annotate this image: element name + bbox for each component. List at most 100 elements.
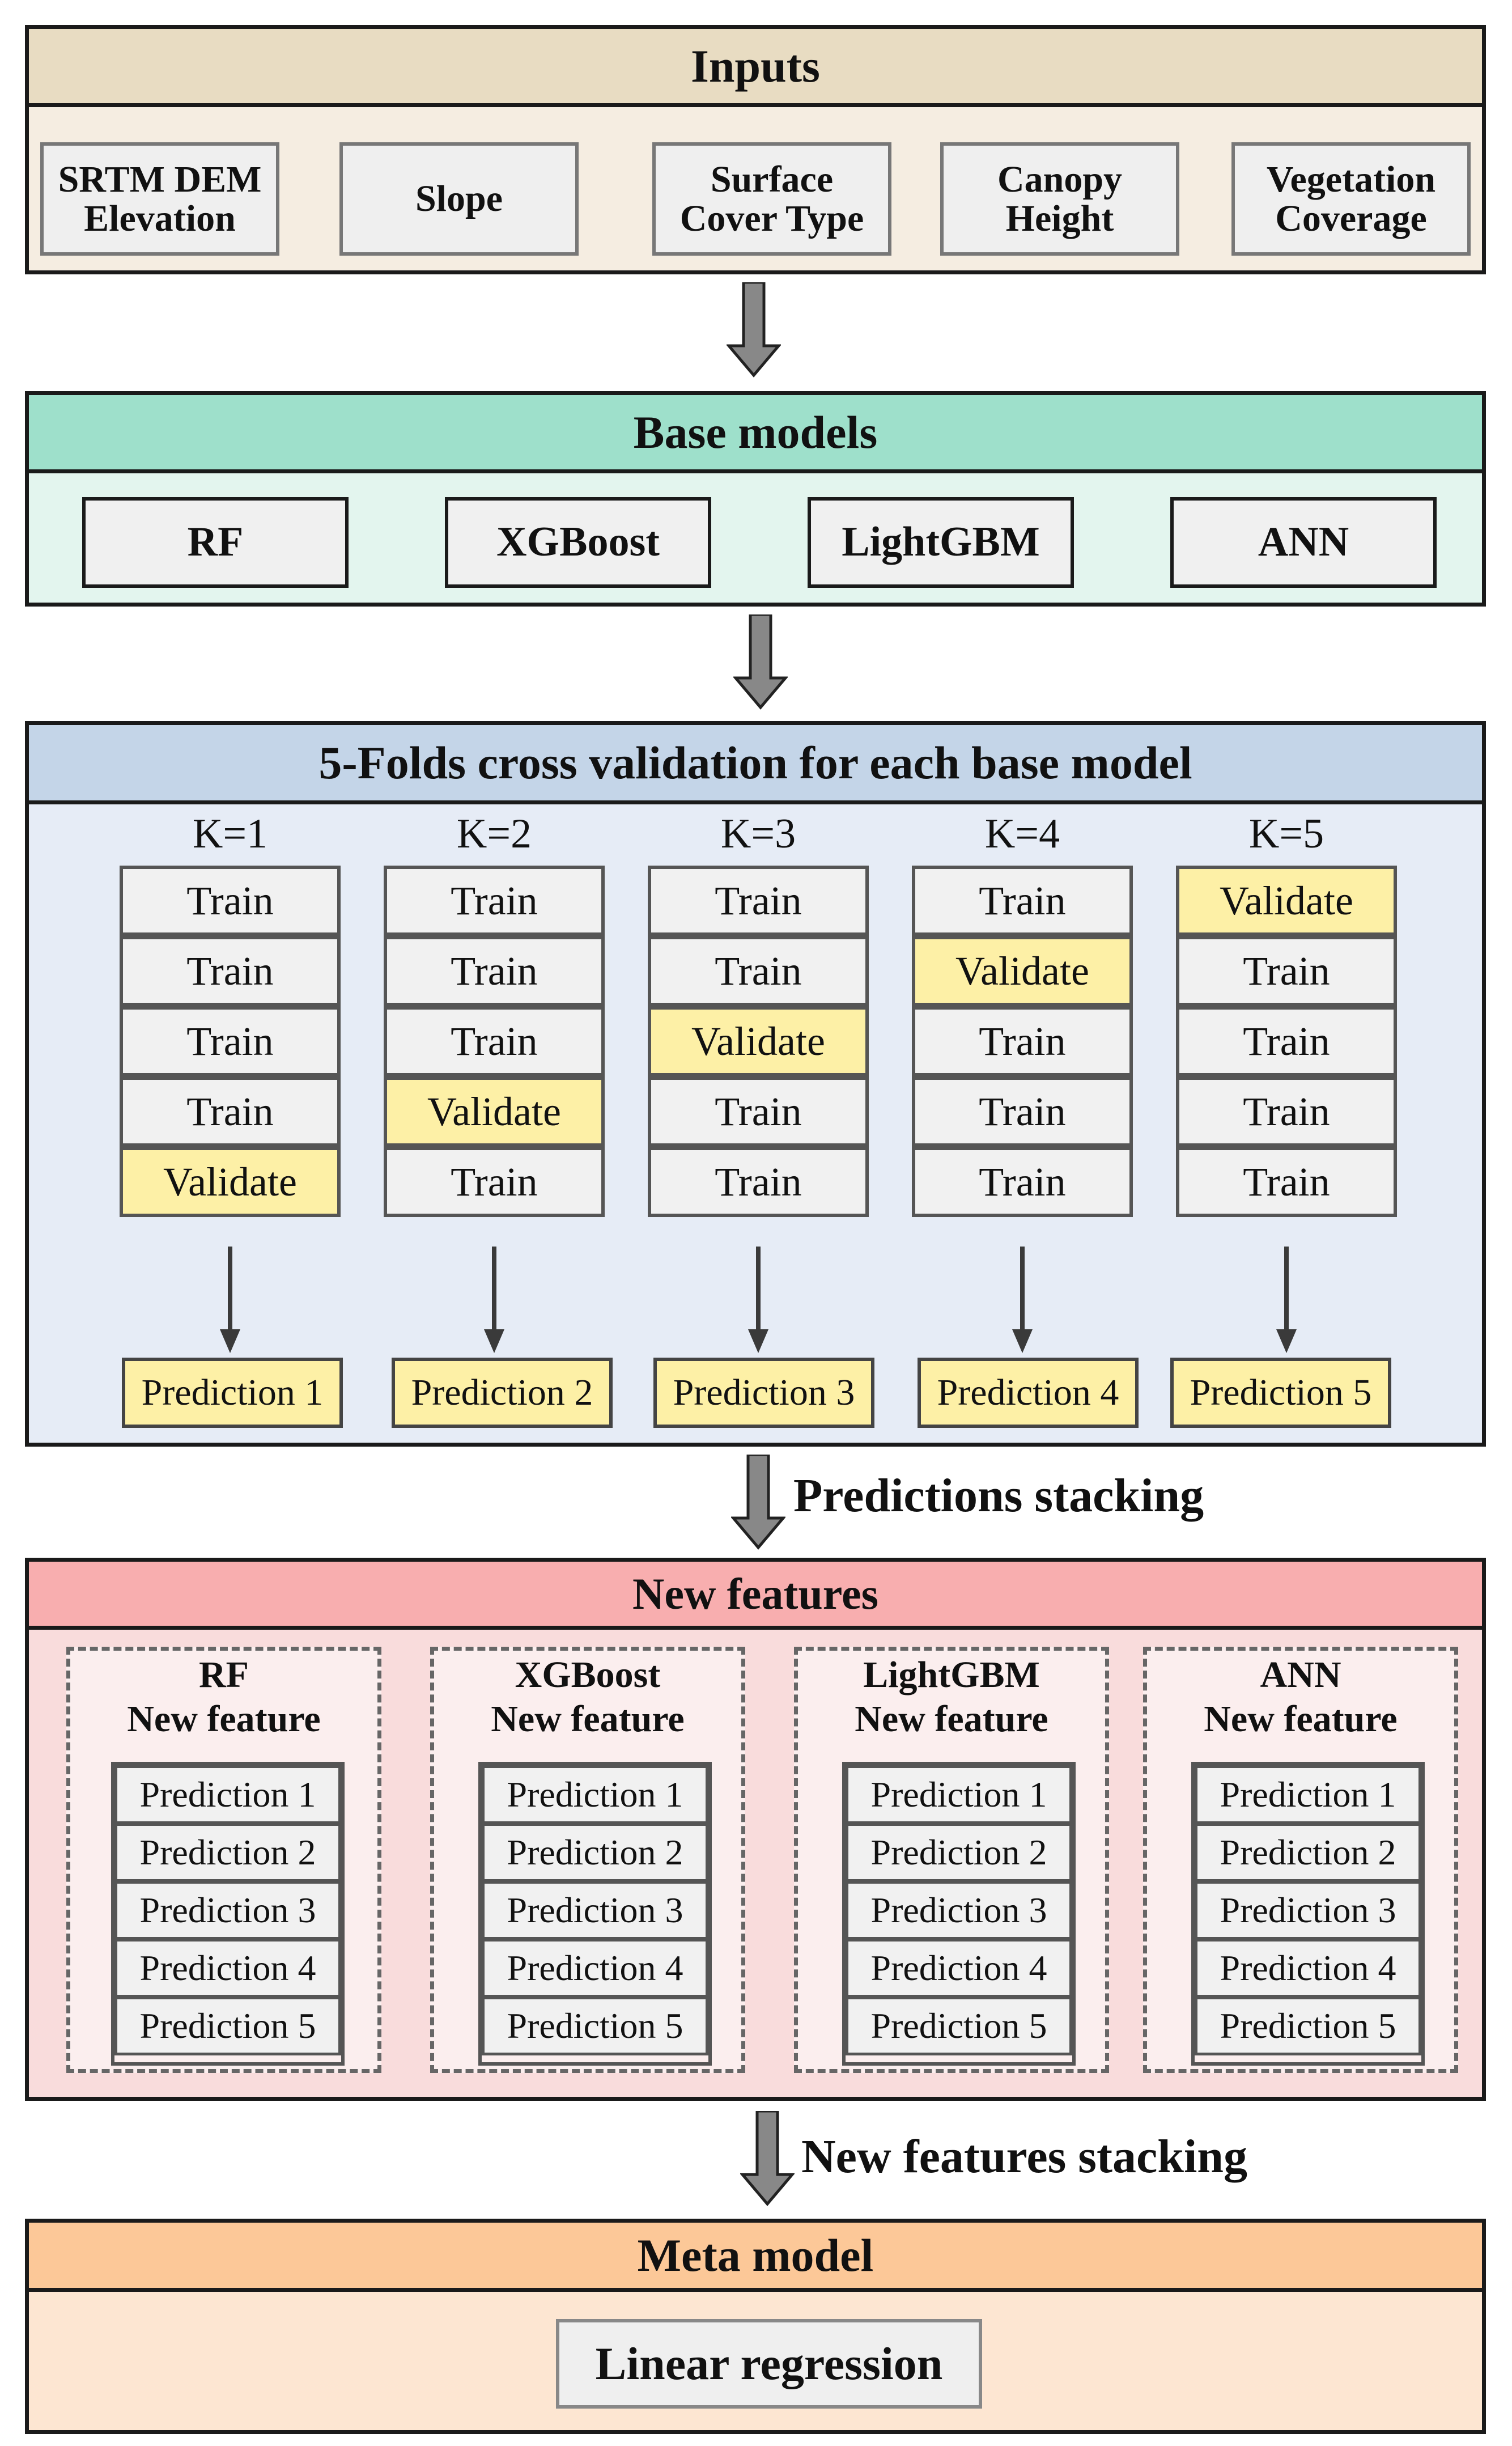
input-label: Surface [710, 158, 834, 200]
new-feature-prediction: Prediction 3 [1195, 1881, 1421, 1940]
new-feature-prediction: Prediction 2 [482, 1823, 708, 1882]
new-feature-model: LightGBM [863, 1654, 1040, 1695]
linear-regression-box: Linear regression [556, 2319, 982, 2409]
base-model-rf: RF [82, 497, 349, 588]
fold-column-k5: K=5 Validate Train Train Train Train [1176, 810, 1397, 1422]
fold-prediction-1: Prediction 1 [122, 1358, 343, 1428]
inputs-panel: Inputs SRTM DEM Elevation Slope Surface … [25, 25, 1486, 274]
fold-cell: Train [120, 866, 341, 936]
input-label: Canopy [997, 158, 1123, 200]
base-models-panel: Base models RF XGBoost LightGBM ANN [25, 391, 1486, 607]
fold-cell: Train [648, 936, 869, 1006]
new-feature-model: RF [199, 1654, 249, 1695]
fold-arrow-icon [220, 1247, 240, 1353]
fold-column-k1: K=1 Train Train Train Train Validate [120, 810, 341, 1422]
fold-label: K=3 [720, 811, 796, 857]
new-feature-prediction: Prediction 4 [1195, 1939, 1421, 1998]
fold-cell: Train [384, 1006, 605, 1076]
input-label: Slope [415, 178, 503, 220]
fold-cell: Train [648, 1076, 869, 1147]
new-feature-prediction: Prediction 1 [482, 1765, 708, 1824]
fold-cell: Train [912, 1076, 1133, 1147]
fold-cell: Train [1176, 936, 1397, 1006]
new-feature-prediction: Prediction 2 [1195, 1823, 1421, 1882]
fold-cell: Train [1176, 1147, 1397, 1217]
fold-cell: Train [1176, 1076, 1397, 1147]
fold-prediction-5: Prediction 5 [1170, 1358, 1391, 1428]
input-label: Vegetation [1266, 158, 1436, 200]
new-feature-prediction: Prediction 5 [482, 1996, 708, 2055]
fold-cell: Train [912, 1147, 1133, 1217]
fold-label: K=4 [984, 811, 1060, 857]
new-feature-prediction: Prediction 1 [1195, 1765, 1421, 1824]
fold-label: K=5 [1248, 811, 1324, 857]
fold-cell: Train [120, 1076, 341, 1147]
new-feature-prediction: Prediction 2 [114, 1823, 341, 1882]
new-feature-stack: Prediction 1 Prediction 2 Prediction 3 P… [478, 1762, 712, 2066]
fold-cell-validate: Validate [912, 936, 1133, 1006]
cv-panel: 5-Folds cross validation for each base m… [25, 721, 1486, 1447]
new-features-stacking-label: New features stacking [801, 2130, 1248, 2183]
new-feature-subtitle: New feature [1204, 1698, 1398, 1740]
input-box-canopy-height: Canopy Height [940, 142, 1179, 256]
new-feature-group-lightgbm: LightGBM New feature Prediction 1 Predic… [794, 1647, 1109, 2073]
cv-header: 5-Folds cross validation for each base m… [29, 725, 1482, 804]
new-feature-prediction: Prediction 1 [114, 1765, 341, 1824]
new-feature-group-rf: RF New feature Prediction 1 Prediction 2… [66, 1647, 381, 2073]
input-label: Cover Type [679, 198, 864, 239]
new-features-panel: New features RF New feature Prediction 1… [25, 1558, 1486, 2101]
fold-arrow-icon [1012, 1247, 1033, 1353]
new-feature-prediction: Prediction 4 [846, 1939, 1072, 1998]
new-feature-prediction: Prediction 4 [482, 1939, 708, 1998]
input-box-slope: Slope [339, 142, 579, 256]
fold-arrow-icon [748, 1247, 768, 1353]
fold-arrow-icon [484, 1247, 504, 1353]
fold-column-k2: K=2 Train Train Train Validate Train [384, 810, 605, 1422]
down-arrow-icon [733, 614, 788, 710]
new-feature-group-xgboost: XGBoost New feature Prediction 1 Predict… [430, 1647, 745, 2073]
input-label: SRTM DEM [58, 158, 262, 200]
new-feature-prediction: Prediction 3 [482, 1881, 708, 1940]
fold-column-k4: K=4 Train Validate Train Train Train [912, 810, 1133, 1422]
new-feature-group-ann: ANN New feature Prediction 1 Prediction … [1143, 1647, 1458, 2073]
inputs-header: Inputs [29, 29, 1482, 107]
new-feature-prediction: Prediction 5 [114, 1996, 341, 2055]
new-feature-stack: Prediction 1 Prediction 2 Prediction 3 P… [1191, 1762, 1425, 2066]
fold-prediction-2: Prediction 2 [392, 1358, 613, 1428]
new-feature-model: XGBoost [515, 1654, 661, 1695]
fold-label: K=1 [192, 811, 268, 857]
fold-cell: Train [912, 866, 1133, 936]
fold-column-k3: K=3 Train Train Validate Train Train [648, 810, 869, 1422]
new-feature-prediction: Prediction 5 [1195, 1996, 1421, 2055]
new-feature-model: ANN [1260, 1654, 1341, 1695]
fold-cell-validate: Validate [1176, 866, 1397, 936]
new-feature-prediction: Prediction 3 [846, 1881, 1072, 1940]
fold-prediction-3: Prediction 3 [653, 1358, 874, 1428]
new-feature-prediction: Prediction 2 [846, 1823, 1072, 1882]
fold-cell: Train [384, 1147, 605, 1217]
input-box-vegetation-coverage: Vegetation Coverage [1231, 142, 1471, 256]
base-model-ann: ANN [1170, 497, 1437, 588]
new-feature-stack: Prediction 1 Prediction 2 Prediction 3 P… [842, 1762, 1076, 2066]
fold-cell: Train [648, 866, 869, 936]
input-label: Height [1005, 198, 1114, 239]
new-feature-subtitle: New feature [127, 1698, 321, 1740]
base-model-lightgbm: LightGBM [808, 497, 1074, 588]
input-label: Coverage [1275, 198, 1427, 239]
base-model-xgboost: XGBoost [445, 497, 711, 588]
predictions-stacking-label: Predictions stacking [793, 1469, 1204, 1522]
down-arrow-icon [740, 2111, 795, 2206]
down-arrow-icon [731, 1455, 785, 1550]
new-feature-subtitle: New feature [855, 1698, 1048, 1740]
fold-cell: Train [120, 936, 341, 1006]
fold-cell-validate: Validate [384, 1076, 605, 1147]
new-feature-subtitle: New feature [491, 1698, 685, 1740]
input-box-elevation: SRTM DEM Elevation [40, 142, 279, 256]
fold-cell-validate: Validate [648, 1006, 869, 1076]
fold-cell: Train [1176, 1006, 1397, 1076]
fold-prediction-4: Prediction 4 [918, 1358, 1139, 1428]
fold-arrow-icon [1276, 1247, 1297, 1353]
fold-cell: Train [120, 1006, 341, 1076]
fold-label: K=2 [456, 811, 532, 857]
fold-cell: Train [648, 1147, 869, 1217]
